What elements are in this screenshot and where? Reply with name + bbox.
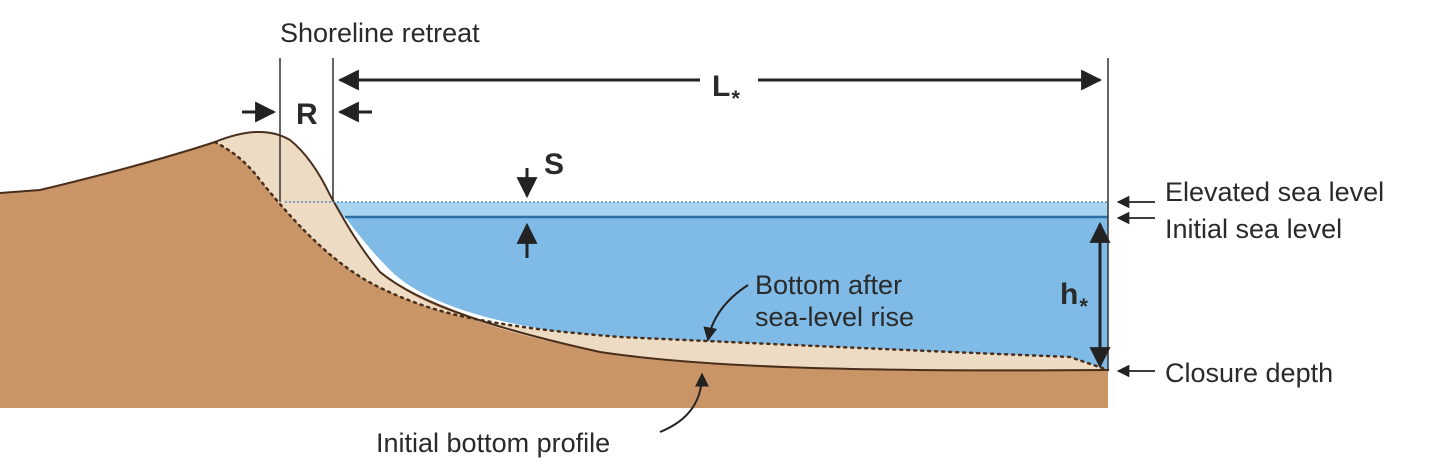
closure-depth-label: Closure depth — [1165, 358, 1333, 388]
h-label: h* — [1060, 278, 1088, 319]
bottom-after-label-line1: Bottom after — [755, 270, 902, 300]
initial-bottom-leader — [659, 372, 709, 433]
eroded-sand-upper — [215, 131, 470, 318]
bottom-after-rise-line — [213, 140, 1110, 372]
bottom-after-label-line2: sea-level rise — [755, 302, 914, 332]
r-label: R — [296, 98, 318, 131]
deposited-sand-lower — [470, 318, 1108, 371]
water-body — [345, 217, 1108, 370]
bottom-after-leader — [703, 284, 749, 342]
elevated-sea-level-label: Elevated sea level — [1165, 177, 1384, 207]
initial-bottom-profile-line — [0, 130, 1109, 372]
s-label: S — [544, 148, 564, 181]
initial-bottom-profile-label: Initial bottom profile — [376, 428, 610, 458]
shoreline-retreat-label: Shoreline retreat — [280, 18, 480, 48]
elevated-water-band — [330, 202, 1108, 217]
l-label: L* — [712, 70, 740, 111]
initial-sea-level-label: Initial sea level — [1165, 214, 1342, 244]
